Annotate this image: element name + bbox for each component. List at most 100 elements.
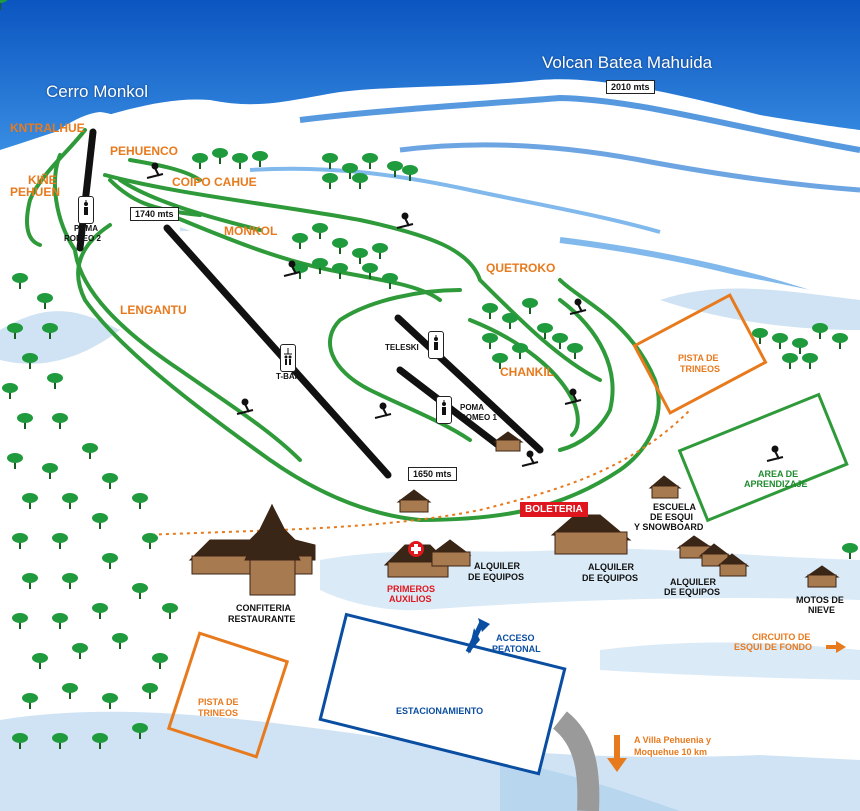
tree-icon (322, 153, 338, 169)
piste-chankil[interactable]: CHANKIL (500, 365, 554, 379)
piste-coipo-cahue[interactable]: COIPO CAHUE (172, 175, 257, 189)
tree-icon (32, 653, 48, 669)
tree-icon (522, 298, 538, 314)
tree-icon (162, 603, 178, 619)
tree-icon (2, 383, 18, 399)
tree-icon (322, 173, 338, 189)
tree-icon (142, 533, 158, 549)
tree-icon (132, 493, 148, 509)
alquiler-c-label-2: DE EQUIPOS (664, 587, 721, 597)
tree-icon (312, 223, 328, 239)
tree-icon (372, 243, 388, 259)
tree-icon (62, 573, 78, 589)
tree-icon (72, 643, 88, 659)
first-aid-icon (408, 541, 424, 557)
tree-icon (292, 263, 308, 279)
tree-icon (12, 733, 28, 749)
tree-icon (52, 533, 68, 549)
tree-icon (7, 323, 23, 339)
tree-icon (382, 273, 398, 289)
alquiler-a-label-2: DE EQUIPOS (468, 572, 525, 582)
tree-icon (62, 493, 78, 509)
tree-icon (92, 513, 108, 529)
villa-label-2: Moquehue 10 km (634, 747, 708, 757)
altitude-top-tag: 1740 mts (130, 207, 179, 221)
acceso-arrow-icon (465, 618, 490, 654)
pista-trineos-right-label-2: TRINEOS (680, 364, 721, 374)
estacionamiento-area (318, 612, 567, 776)
poma2-label-1: POMA (74, 224, 98, 233)
escuela-label-3: Y SNOWBOARD (634, 522, 704, 532)
estacionamiento-label: ESTACIONAMIENTO (396, 706, 484, 716)
lift-icon-poma1[interactable] (436, 396, 452, 424)
piste-kntralhue[interactable]: KNTRALHUE (10, 121, 85, 135)
tree-icon (552, 333, 568, 349)
teleski-label: TELESKI (385, 343, 419, 352)
poma1-label-1: POMA (460, 403, 484, 412)
motos-label-1: MOTOS DE (796, 595, 844, 605)
piste-quetroko[interactable]: QUETROKO (486, 261, 556, 275)
tree-icon (232, 153, 248, 169)
tree-icon (37, 293, 53, 309)
tree-icon (812, 323, 828, 339)
tree-icon (132, 583, 148, 599)
confiteria-label-1: CONFITERIA (236, 603, 291, 613)
skier-icons (146, 162, 784, 467)
tree-icon (362, 153, 378, 169)
piste-pehuenco[interactable]: PEHUENCO (110, 144, 179, 158)
piste-kine[interactable]: KIÑE (28, 173, 57, 187)
piste-lengantu[interactable]: LENGANTU (120, 303, 187, 317)
tree-icon (537, 323, 553, 339)
tree-icon (82, 443, 98, 459)
tree-clusters (2, 148, 858, 749)
tree-icon (92, 733, 108, 749)
circuito-label-2: ESQUI DE FONDO (734, 642, 813, 652)
tree-icon (212, 148, 228, 164)
tree-icon (387, 161, 403, 177)
tree-icon (152, 653, 168, 669)
tree-icon (782, 353, 798, 369)
lift-icon-teleski[interactable] (428, 331, 444, 359)
tree-icon (512, 343, 528, 359)
tree-icon (12, 613, 28, 629)
tree-icon (792, 338, 808, 354)
primeros-auxilios-label-1: PRIMEROS (387, 584, 436, 594)
lift-icon-poma2[interactable] (78, 196, 94, 224)
tree-icon (52, 413, 68, 429)
tree-icon (92, 603, 108, 619)
altitude-bottom-tag: 1650 mts (408, 467, 457, 481)
alquiler-b-label-1: ALQUILER (588, 562, 634, 572)
tree-icon (252, 151, 268, 167)
tree-icon (492, 353, 508, 369)
piste-monkol[interactable]: MONKOL (224, 224, 278, 238)
buildings (188, 431, 840, 596)
tree-icon (112, 633, 128, 649)
volcano-mountain (0, 79, 860, 260)
tree-icon (482, 303, 498, 319)
access-road (552, 711, 600, 811)
tree-icon (42, 463, 58, 479)
area-aprendizaje-label-1: AREA DE (758, 469, 799, 479)
tree-icon (362, 263, 378, 279)
area-aprendizaje (677, 392, 849, 523)
circuito-label-1: CIRCUITO DE (752, 632, 811, 642)
tree-icon (832, 333, 848, 349)
escuela-label-1: ESCUELA (653, 502, 697, 512)
escuela-label-2: DE ESQUI (650, 512, 694, 522)
confiteria-label-2: RESTAURANTE (228, 614, 296, 624)
volcan-label: Volcan Batea Mahuida (542, 53, 713, 72)
tree-icon (22, 353, 38, 369)
tree-icon (752, 328, 768, 344)
piste-pehuen[interactable]: PEHUEN (10, 185, 61, 199)
tree-icon (22, 493, 38, 509)
lift-icon-tbar[interactable] (280, 344, 296, 372)
tree-icon (332, 263, 348, 279)
tree-icon (402, 165, 418, 181)
tree-icon (12, 533, 28, 549)
piste-outlines (25, 128, 661, 523)
boleteria-tag[interactable]: BOLETERIA (520, 502, 588, 517)
poma1-label-2: ROMEO 1 (460, 413, 497, 422)
tree-icon (192, 153, 208, 169)
pista-trineos-left-label-1: PISTA DE (198, 697, 239, 707)
